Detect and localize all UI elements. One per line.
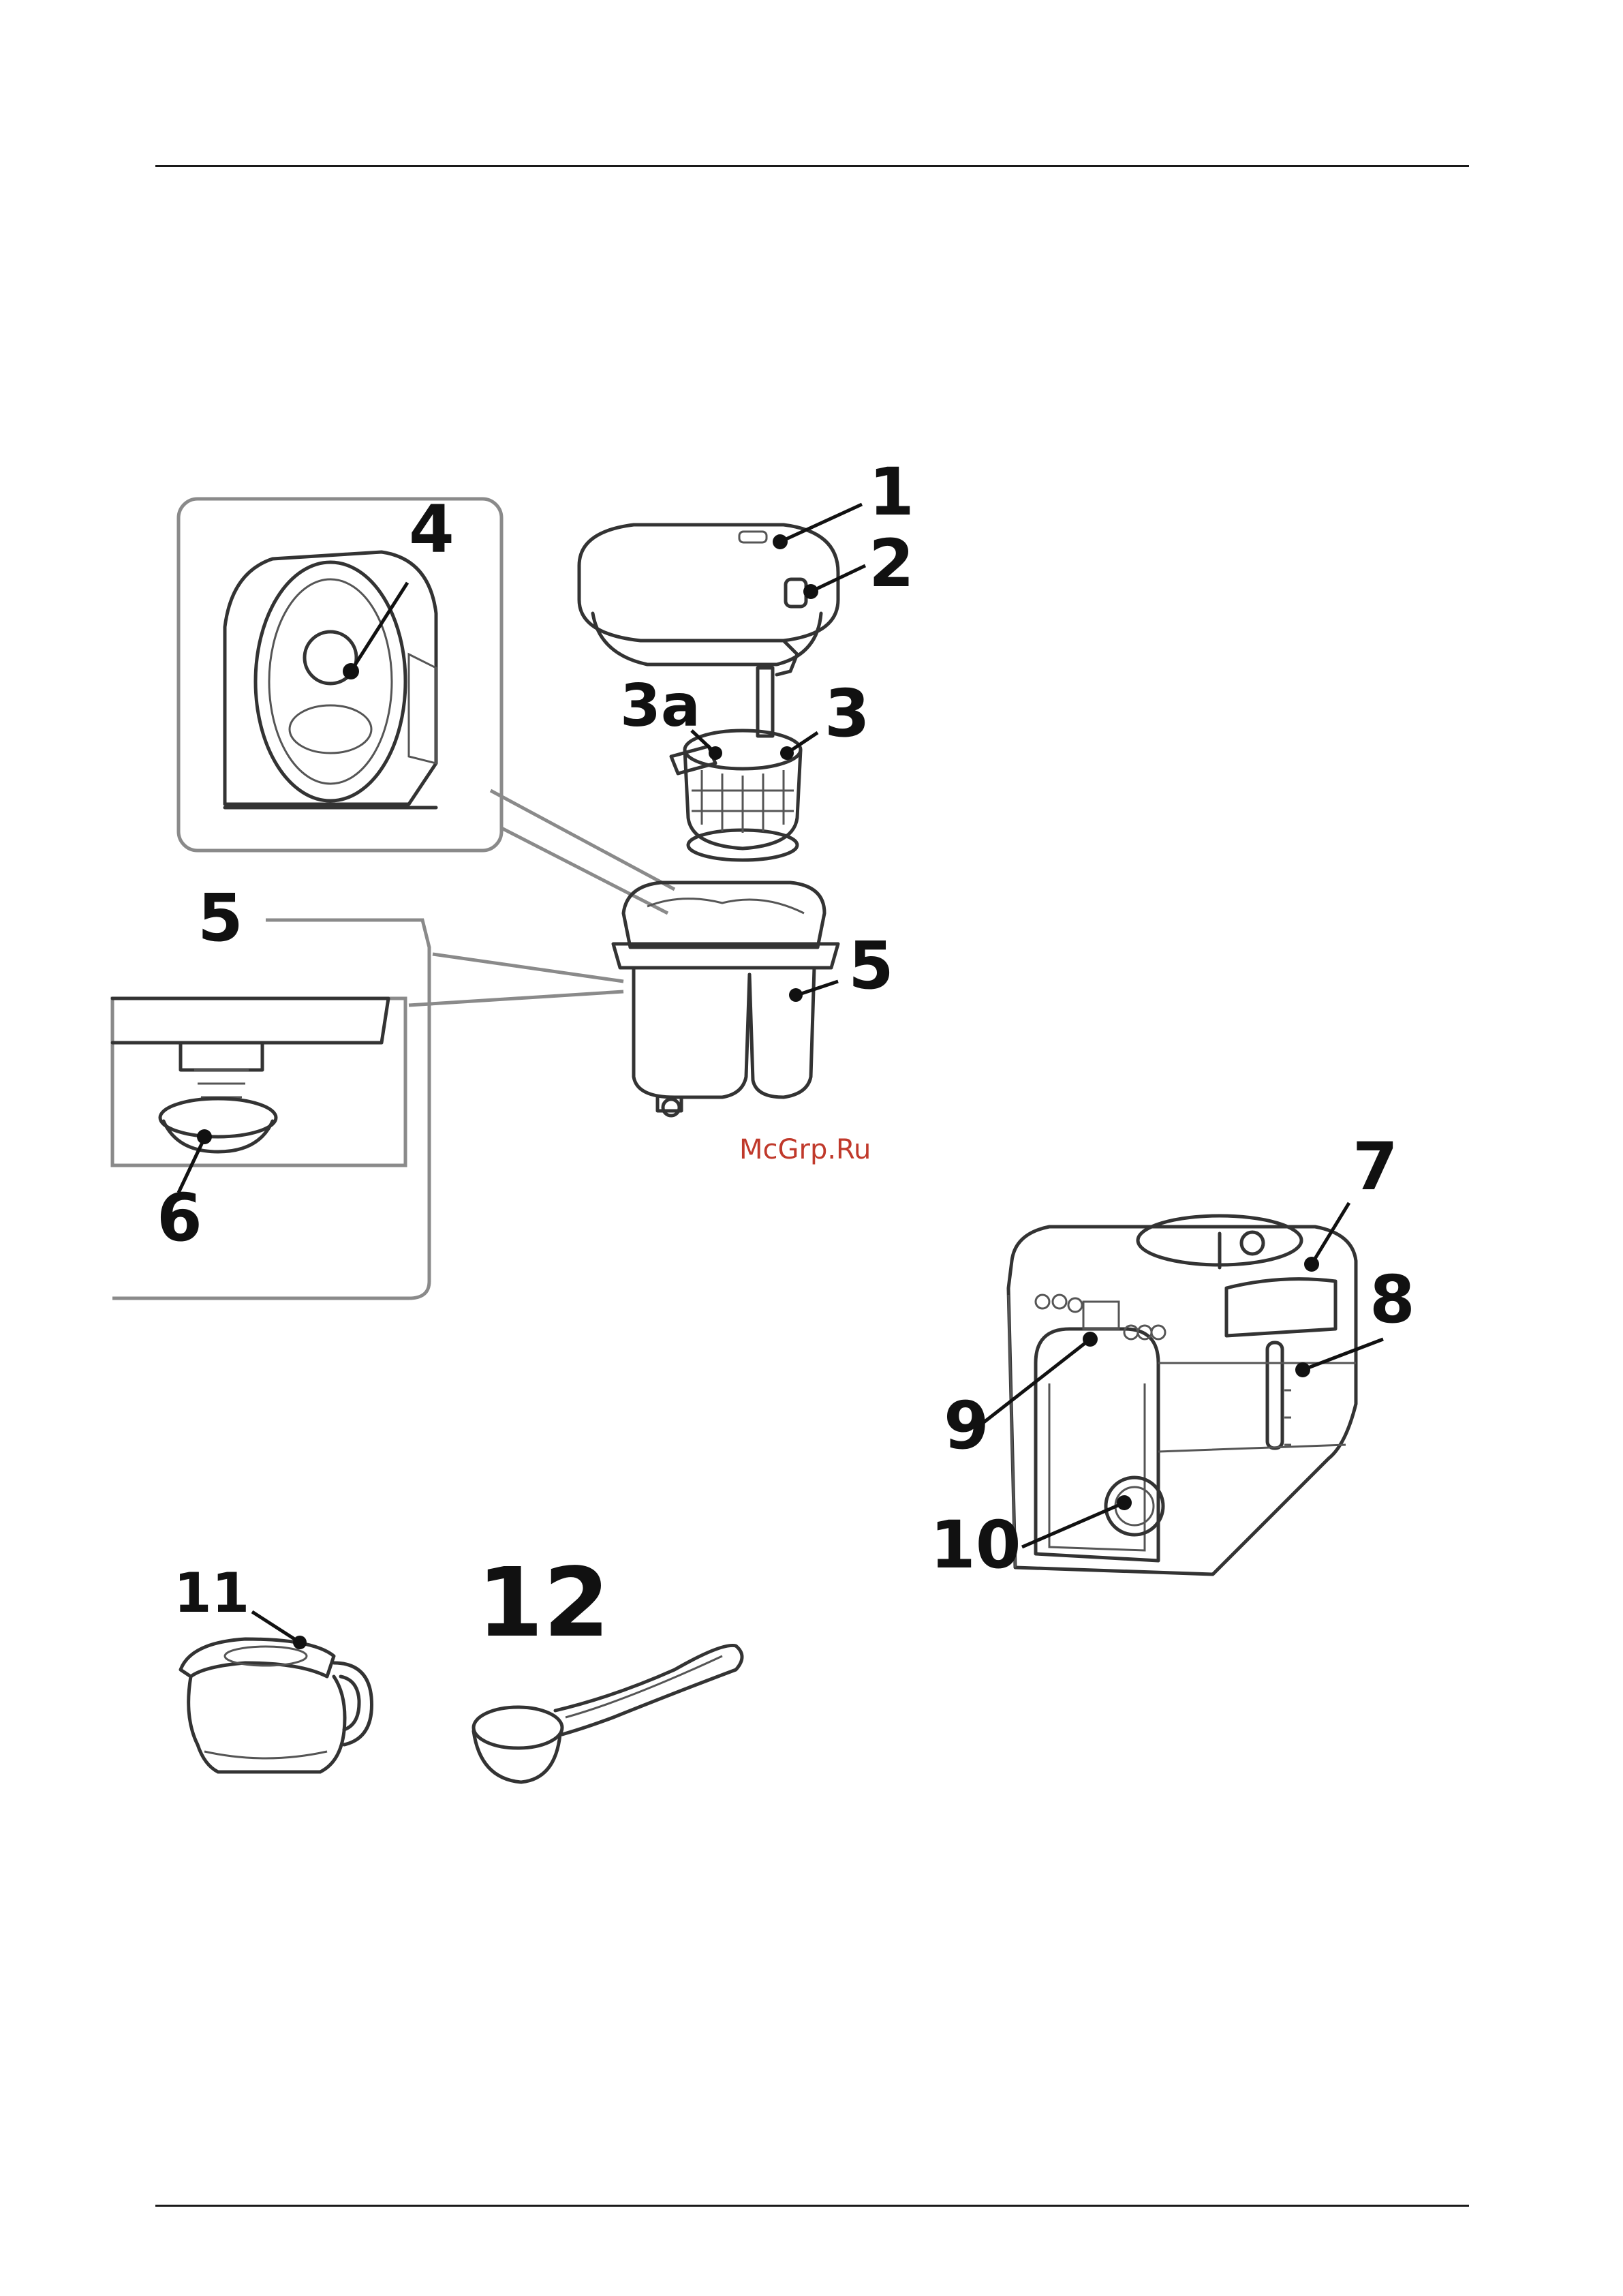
callout-6: 6 [157, 1180, 202, 1256]
lid-drawing [579, 525, 838, 736]
measuring-spoon-drawing [474, 1645, 742, 1782]
callout-9: 9 [944, 1388, 989, 1464]
watermark: McGrp.Ru [739, 1134, 871, 1165]
connector-lines-top [491, 791, 675, 913]
callout-1: 1 [869, 454, 914, 530]
callout-10: 10 [930, 1507, 1021, 1583]
callout-12: 12 [477, 1548, 610, 1659]
water-tank-drawing [613, 883, 838, 1116]
callout-5-left: 5 [198, 880, 243, 956]
callout-3a: 3a [620, 672, 700, 740]
callout-8: 8 [1370, 1261, 1415, 1338]
callout-11: 11 [174, 1561, 249, 1625]
callout-3: 3 [824, 675, 870, 752]
callout-4: 4 [409, 491, 454, 568]
callout-7: 7 [1352, 1129, 1398, 1205]
leader-lines [179, 504, 1383, 1649]
carafe-drawing [181, 1639, 372, 1772]
callout-2: 2 [869, 525, 914, 602]
callout-5-right: 5 [848, 928, 894, 1004]
machine-body-drawing [1008, 1216, 1356, 1574]
